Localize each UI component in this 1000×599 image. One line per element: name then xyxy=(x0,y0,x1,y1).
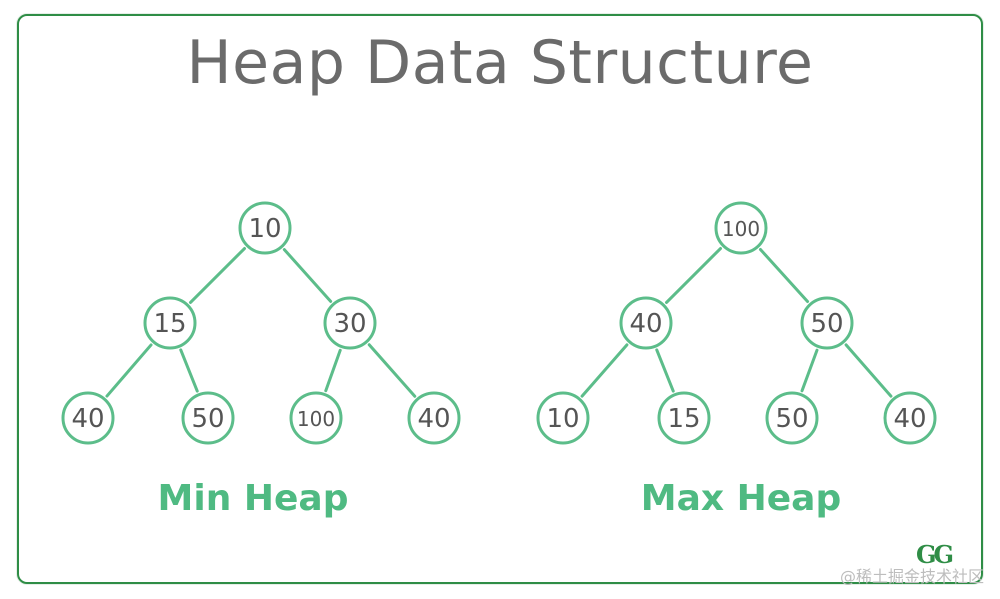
heap-node: 40 xyxy=(619,296,673,350)
tree-edge xyxy=(105,343,153,398)
node-circle xyxy=(181,391,235,445)
node-value: 15 xyxy=(153,309,186,339)
node-circle xyxy=(238,201,292,255)
heap-node: 15 xyxy=(657,391,711,445)
node-value: 50 xyxy=(810,309,843,339)
heap-node: 40 xyxy=(883,391,937,445)
page-title: Heap Data Structure xyxy=(186,28,814,98)
tree-edge xyxy=(179,348,199,393)
tree-edge xyxy=(189,247,246,304)
watermark: @稀土掘金技术社区 xyxy=(839,567,984,586)
tree-edge xyxy=(655,348,675,393)
node-value: 40 xyxy=(417,404,450,434)
tree-edge xyxy=(665,247,722,304)
max-heap-tree: 100 40 50 10 15 50 40 xyxy=(536,201,937,445)
node-circle xyxy=(143,296,197,350)
tree-edge xyxy=(367,343,417,398)
heap-node: 10 xyxy=(238,201,292,255)
tree-edge xyxy=(800,348,819,393)
heap-node: 10 xyxy=(536,391,590,445)
node-value: 15 xyxy=(667,404,700,434)
heap-node: 100 xyxy=(714,201,768,255)
node-circle xyxy=(714,201,768,255)
tree-edge xyxy=(844,343,893,398)
heap-node: 50 xyxy=(765,391,819,445)
logo-icon: GG xyxy=(916,540,954,569)
node-value: 40 xyxy=(893,404,926,434)
node-value: 50 xyxy=(775,404,808,434)
node-value: 40 xyxy=(71,404,104,434)
node-value: 100 xyxy=(722,217,760,241)
max-heap-caption: Max Heap xyxy=(640,478,842,519)
node-value: 10 xyxy=(546,404,579,434)
node-value: 40 xyxy=(629,309,662,339)
heap-node: 50 xyxy=(800,296,854,350)
node-circle xyxy=(800,296,854,350)
node-value: 30 xyxy=(333,309,366,339)
heap-node: 30 xyxy=(323,296,377,350)
node-circle xyxy=(765,391,819,445)
min-heap-tree: 10 15 30 40 50 100 40 xyxy=(61,201,461,445)
tree-edge xyxy=(758,247,810,304)
node-circle xyxy=(323,296,377,350)
node-circle xyxy=(657,391,711,445)
tree-edge xyxy=(282,248,333,303)
node-circle xyxy=(289,391,343,445)
node-value: 50 xyxy=(191,404,224,434)
node-value: 10 xyxy=(248,214,281,244)
diagram-frame xyxy=(17,14,983,584)
heap-node: 100 xyxy=(289,391,343,445)
node-circle xyxy=(883,391,937,445)
heap-node: 50 xyxy=(181,391,235,445)
node-circle xyxy=(619,296,673,350)
heap-node: 15 xyxy=(143,296,197,350)
heap-node: 40 xyxy=(407,391,461,445)
min-heap-caption: Min Heap xyxy=(157,478,349,519)
heap-node: 40 xyxy=(61,391,115,445)
tree-edge xyxy=(580,343,629,398)
node-circle xyxy=(61,391,115,445)
tree-edge xyxy=(324,348,342,393)
node-circle xyxy=(536,391,590,445)
node-circle xyxy=(407,391,461,445)
node-value: 100 xyxy=(297,407,335,431)
